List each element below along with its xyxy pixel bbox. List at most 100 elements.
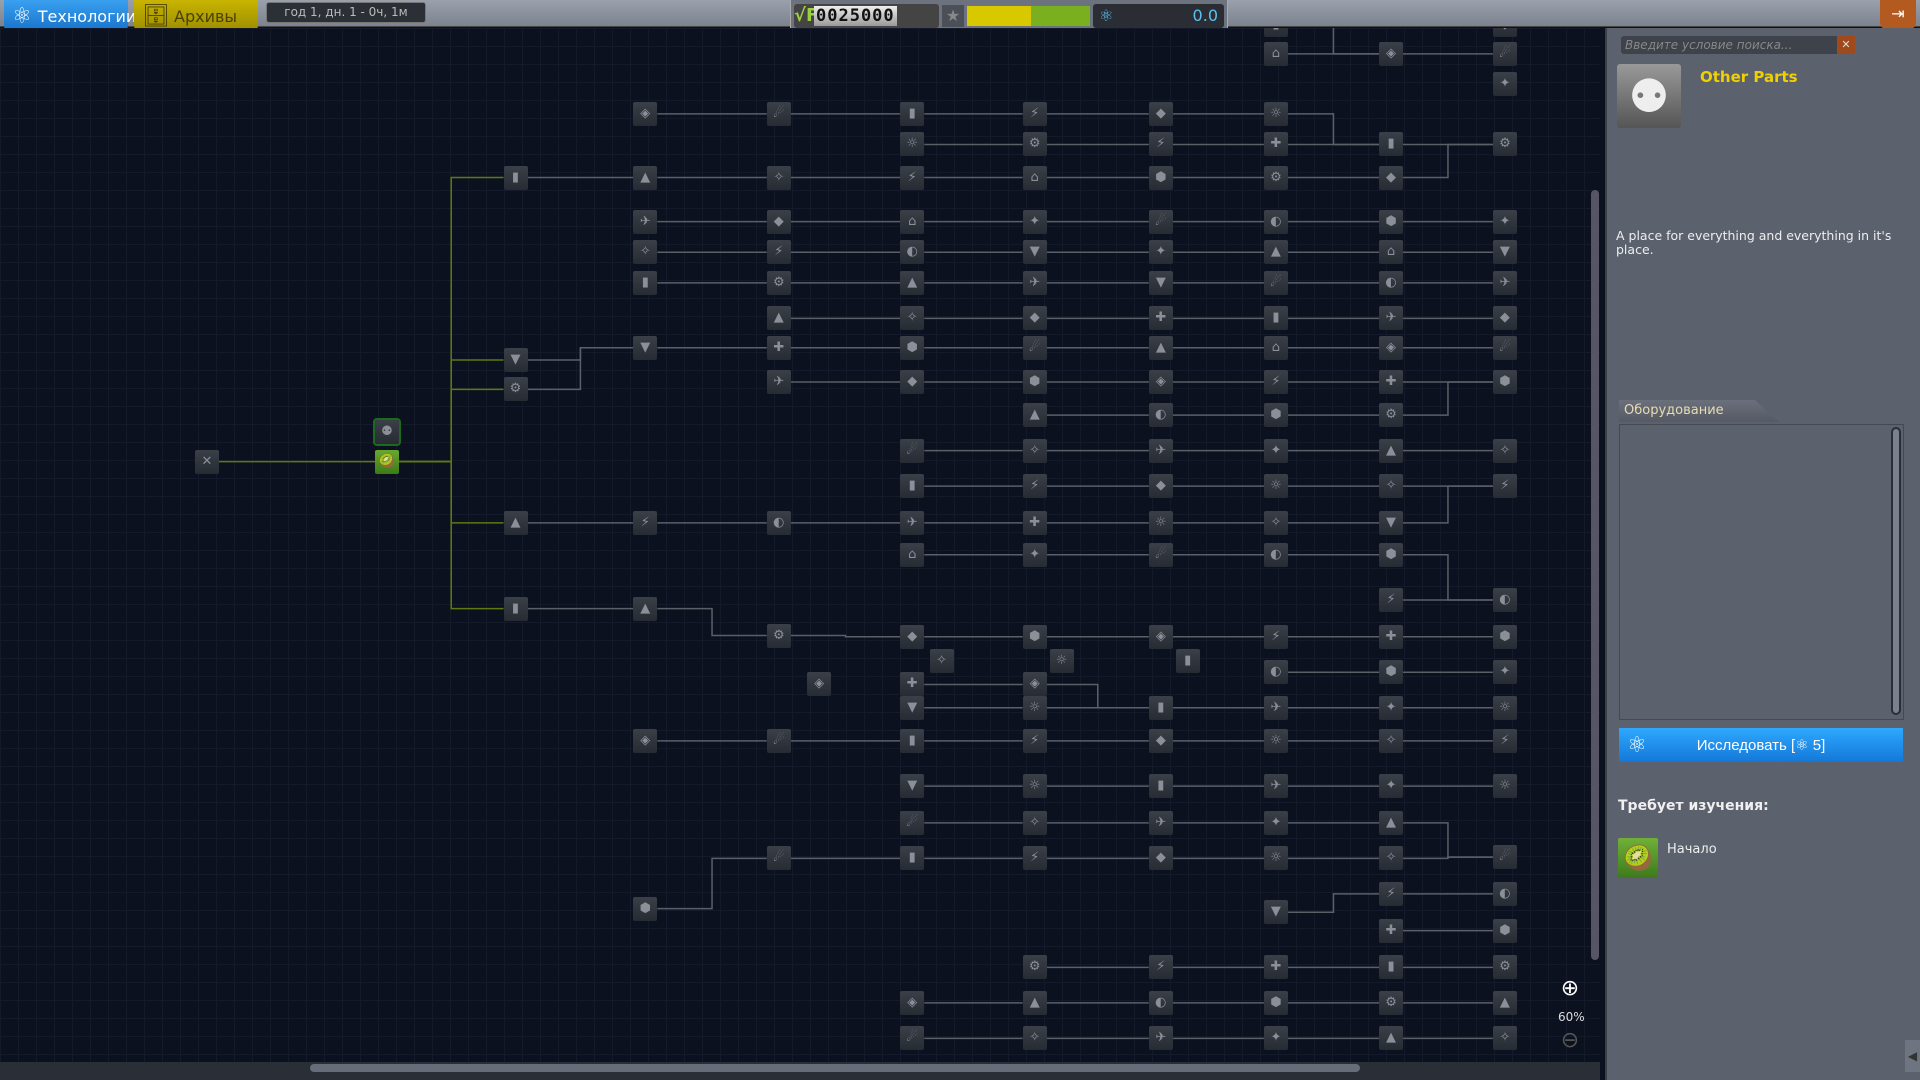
tech-node[interactable]: ⬢ <box>1379 660 1404 685</box>
tech-node[interactable]: ✧ <box>1379 474 1404 499</box>
tech-node[interactable]: ◆ <box>1148 846 1173 871</box>
tech-node[interactable]: ☄ <box>766 101 791 126</box>
tech-node[interactable]: ▮ <box>1379 955 1404 980</box>
tech-node[interactable]: ▲ <box>1022 403 1047 428</box>
tech-node[interactable]: ⚡ <box>1022 101 1047 126</box>
tech-node[interactable]: ⚡ <box>1148 132 1173 157</box>
tech-node[interactable]: ◆ <box>766 209 791 234</box>
zoom-out-icon[interactable]: ⊖ <box>1560 1028 1580 1053</box>
tech-node[interactable]: ◆ <box>1148 474 1173 499</box>
tech-node[interactable]: ▲ <box>1492 990 1517 1015</box>
tech-node[interactable]: ☼ <box>1492 695 1517 720</box>
tech-node[interactable]: ✈ <box>633 209 658 234</box>
tech-node[interactable]: ✈ <box>1148 1026 1173 1051</box>
tech-node[interactable]: ▲ <box>633 165 658 190</box>
tech-node[interactable]: ⚡ <box>1379 881 1404 906</box>
tech-node[interactable]: ✧ <box>1379 728 1404 753</box>
tech-node[interactable]: ▲ <box>766 306 791 331</box>
tech-node[interactable]: ▼ <box>900 695 925 720</box>
tech-node[interactable]: ⚙ <box>1492 132 1517 157</box>
tech-node[interactable]: ⬢ <box>1263 403 1288 428</box>
tech-node[interactable]: ▮ <box>900 474 925 499</box>
tech-node[interactable]: ✈ <box>1148 438 1173 463</box>
tech-node[interactable]: ✚ <box>1379 370 1404 395</box>
tech-node[interactable]: ◆ <box>1492 28 1517 37</box>
tech-node[interactable]: ☼ <box>1263 728 1288 753</box>
tech-node[interactable]: ▮ <box>900 101 925 126</box>
tech-node[interactable]: ◐ <box>1492 881 1517 906</box>
tech-node[interactable]: ✚ <box>900 672 925 697</box>
tech-node[interactable]: ✧ <box>1022 1026 1047 1051</box>
tech-node[interactable]: ✧ <box>633 240 658 265</box>
tech-node[interactable]: ⌂ <box>1263 41 1288 66</box>
tech-node[interactable]: ▲ <box>1379 810 1404 835</box>
tech-node[interactable]: ▲ <box>503 510 528 535</box>
tech-node[interactable]: ▼ <box>1022 240 1047 265</box>
tech-node[interactable]: ▲ <box>1379 438 1404 463</box>
tech-node[interactable]: ⬢ <box>1492 918 1517 943</box>
zoom-in-icon[interactable]: ⊕ <box>1560 976 1580 1001</box>
tech-node-start[interactable]: 🥝 <box>374 449 399 474</box>
tech-node[interactable]: ▼ <box>900 774 925 799</box>
tech-node[interactable]: ☼ <box>1049 649 1074 674</box>
tech-node[interactable]: ▮ <box>503 165 528 190</box>
tech-node[interactable]: ✚ <box>766 335 791 360</box>
horizontal-scrollbar[interactable] <box>310 1064 1360 1072</box>
tech-node[interactable]: ▲ <box>1022 990 1047 1015</box>
tech-node[interactable]: ◆ <box>1492 306 1517 331</box>
tech-node[interactable]: ⌂ <box>900 542 925 567</box>
tech-node[interactable]: ⚡ <box>1492 728 1517 753</box>
tech-node[interactable]: ⬢ <box>1492 370 1517 395</box>
tech-node[interactable]: ▼ <box>633 335 658 360</box>
tech-node[interactable]: ⚡ <box>900 165 925 190</box>
tech-node[interactable]: ✚ <box>1022 510 1047 535</box>
tech-node[interactable]: ✈ <box>1492 270 1517 295</box>
tech-node[interactable]: ✈ <box>1148 810 1173 835</box>
tech-node[interactable]: ▲ <box>1263 240 1288 265</box>
tech-node[interactable]: ▲ <box>1148 335 1173 360</box>
tech-node[interactable]: ☄ <box>1148 542 1173 567</box>
tech-node[interactable]: ▲ <box>1379 1026 1404 1051</box>
clear-search-button[interactable]: ✕ <box>1837 36 1855 54</box>
tech-node[interactable]: ◐ <box>1148 403 1173 428</box>
tech-node[interactable]: ⌂ <box>1022 165 1047 190</box>
tech-node[interactable]: ☄ <box>900 1026 925 1051</box>
tech-node[interactable]: ✧ <box>1379 846 1404 871</box>
equipment-tab[interactable]: Оборудование <box>1619 400 1779 422</box>
tech-node[interactable]: ▮ <box>900 728 925 753</box>
tech-node[interactable]: ⚡ <box>1379 588 1404 612</box>
tech-node[interactable]: ⌂ <box>1263 335 1288 360</box>
tech-node[interactable]: ⬢ <box>1379 542 1404 567</box>
tech-node[interactable]: ▮ <box>1263 306 1288 331</box>
tech-node[interactable]: ◈ <box>633 728 658 753</box>
tech-node[interactable]: ✚ <box>1148 306 1173 331</box>
tech-node[interactable]: ✦ <box>1022 542 1047 567</box>
search-input[interactable]: Введите условие поиска... <box>1621 36 1841 54</box>
tech-node[interactable]: ✦ <box>1379 774 1404 799</box>
tech-node[interactable]: ◐ <box>766 510 791 535</box>
tech-node[interactable]: ✚ <box>1263 955 1288 980</box>
tech-node[interactable]: ✧ <box>1492 438 1517 463</box>
tech-node[interactable]: ◐ <box>1379 270 1404 295</box>
tech-node[interactable]: ⚡ <box>1148 955 1173 980</box>
tech-node[interactable]: ✈ <box>900 510 925 535</box>
tech-node[interactable]: ✧ <box>929 649 954 674</box>
tech-node[interactable]: ⬢ <box>1148 165 1173 190</box>
tech-node[interactable]: ⬢ <box>1379 209 1404 234</box>
tech-node[interactable]: ▼ <box>1379 510 1404 535</box>
tech-node[interactable]: ☄ <box>1492 335 1517 360</box>
tech-node[interactable]: ▮ <box>1379 132 1404 157</box>
tech-node[interactable]: ✕ <box>194 449 219 474</box>
tech-node[interactable]: ⚙ <box>1492 955 1517 980</box>
tech-node[interactable]: ◐ <box>1263 542 1288 567</box>
tech-node[interactable]: ✦ <box>1263 1026 1288 1051</box>
tech-node[interactable]: ◈ <box>1379 335 1404 360</box>
tech-node[interactable]: ☄ <box>900 810 925 835</box>
tech-node[interactable]: ◆ <box>900 624 925 649</box>
tech-node[interactable]: ✦ <box>1492 660 1517 685</box>
tech-tree-canvas[interactable]: ▮▼⚙▲▮◈▲✈✧▮▼⚡▲◈⬢☄✧◆⚡⚙▲✚✈◐⚙☄☄▮☼⚡⌂◐▲✧⬢◆☄▮✈⌂… <box>0 28 1600 1062</box>
tech-node[interactable]: ▮ <box>1148 774 1173 799</box>
tech-node[interactable]: ✦ <box>1263 810 1288 835</box>
tech-node[interactable]: ⬢ <box>1263 990 1288 1015</box>
tech-node[interactable]: ▮ <box>503 596 528 621</box>
